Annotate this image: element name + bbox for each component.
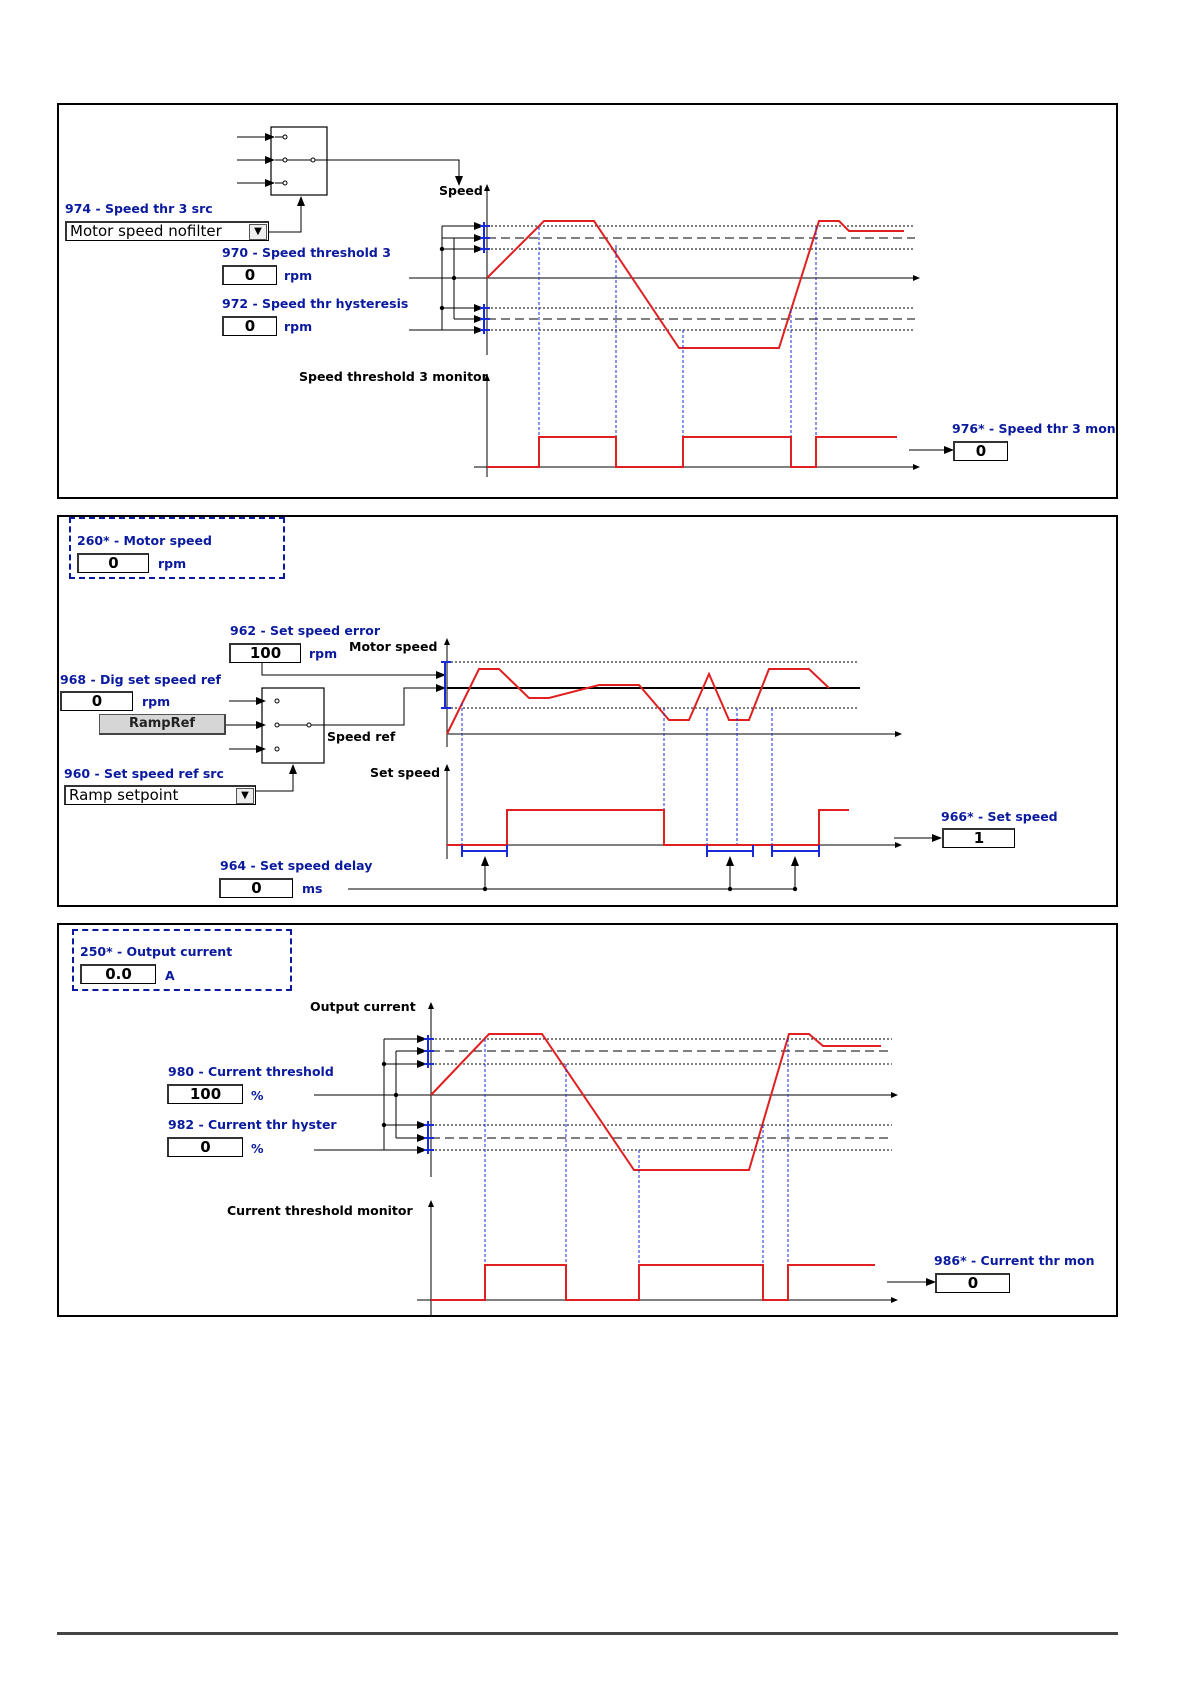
current-threshold-panel: 250* - Output current 0.0 A Output curre… [57,923,1118,1317]
speed-ref-label: Speed ref [327,729,396,744]
current-monitor-axis-label: Current threshold monitor [227,1203,413,1218]
current-hyst-label: 982 - Current thr hyster [168,1117,337,1132]
speed-thr-src-label: 974 - Speed thr 3 src [65,201,213,216]
set-speed-error-input[interactable]: 100 [229,643,301,663]
output-current-box [72,929,292,991]
speed-threshold-input[interactable]: 0 [222,265,277,285]
ramp-ref-button[interactable]: RampRef [99,714,226,735]
current-thr-mon-label: 986* - Current thr mon [934,1253,1095,1268]
set-speed-diagram [225,638,942,892]
set-speed-error-unit: rpm [309,646,338,661]
set-speed-delay-input[interactable]: 0 [219,878,293,898]
motor-speed-value: 0 [77,553,149,573]
set-speed-mon-label: 966* - Set speed [941,809,1058,824]
current-thr-mon-value: 0 [935,1273,1010,1293]
current-hyst-unit: % [251,1141,264,1156]
set-speed-error-label: 962 - Set speed error [230,623,380,638]
dig-set-speed-ref-unit: rpm [142,694,171,709]
current-hyst-input[interactable]: 0 [167,1137,243,1157]
set-speed-ref-src-value: Ramp setpoint [69,786,179,804]
speed-threshold-panel: 974 - Speed thr 3 src Motor speed nofilt… [57,103,1118,499]
speed-hyst-input[interactable]: 0 [222,316,277,336]
motor-speed-box [69,517,285,579]
speed-monitor-axis-label: Speed threshold 3 monitor [299,369,488,384]
chevron-down-icon[interactable]: ▼ [249,224,267,240]
speed-thr-src-select[interactable]: Motor speed nofilter ▼ [65,221,269,241]
set-speed-delay-label: 964 - Set speed delay [220,858,373,873]
set-speed-ref-src-label: 960 - Set speed ref src [64,766,224,781]
speed-threshold-diagram [237,126,954,477]
set-speed-delay-unit: ms [302,881,323,896]
motor-speed-unit: rpm [158,556,187,571]
dig-set-speed-ref-label: 968 - Dig set speed ref [60,672,221,687]
output-current-unit: A [165,968,175,983]
footer-divider [57,1632,1118,1635]
speed-threshold-label: 970 - Speed threshold 3 [222,245,391,260]
speed-thr-mon-label: 976* - Speed thr 3 mon [952,421,1116,436]
chevron-down-icon[interactable]: ▼ [236,788,254,804]
set-speed-mon-value: 1 [942,828,1015,848]
speed-hyst-label: 972 - Speed thr hysteresis [222,296,409,311]
motor-speed-label: 260* - Motor speed [77,533,212,548]
motor-speed-axis-label: Motor speed [349,639,438,654]
output-current-label: 250* - Output current [80,944,233,959]
current-threshold-label: 980 - Current threshold [168,1064,334,1079]
set-speed-ref-src-select[interactable]: Ramp setpoint ▼ [64,785,256,805]
set-speed-axis-label: Set speed [370,765,441,780]
current-threshold-unit: % [251,1088,264,1103]
current-threshold-input[interactable]: 100 [167,1084,243,1104]
output-current-axis-label: Output current [310,999,416,1014]
output-current-value: 0.0 [80,964,156,984]
speed-thr-mon-value: 0 [953,441,1008,461]
speed-hyst-unit: rpm [284,319,313,334]
speed-thr-src-value: Motor speed nofilter [70,222,222,240]
set-speed-panel: 260* - Motor speed 0 rpm 962 - Set speed… [57,515,1118,907]
speed-threshold-unit: rpm [284,268,313,283]
speed-axis-label: Speed [439,183,483,198]
dig-set-speed-ref-input[interactable]: 0 [60,691,133,711]
current-threshold-diagram [314,1002,936,1315]
